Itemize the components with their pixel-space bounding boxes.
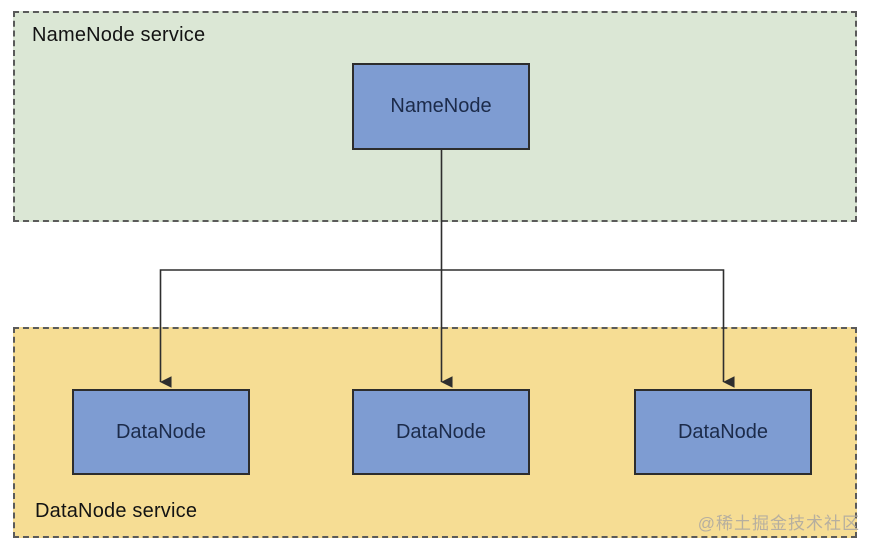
node-datanode-2: DataNode — [352, 389, 530, 475]
node-datanode-3: DataNode — [634, 389, 812, 475]
node-namenode-label: NameNode — [390, 95, 492, 117]
node-datanode-1: DataNode — [72, 389, 250, 475]
node-datanode-1-label: DataNode — [115, 420, 207, 443]
watermark: @稀土掘金技术社区 — [697, 514, 860, 533]
node-datanode-3-label: DataNode — [677, 420, 769, 443]
group-label-namenode-service: NameNode service — [32, 24, 206, 46]
node-namenode: NameNode — [352, 63, 530, 150]
group-label-datanode-service: DataNode service — [35, 500, 198, 522]
node-datanode-2-label: DataNode — [395, 420, 487, 443]
